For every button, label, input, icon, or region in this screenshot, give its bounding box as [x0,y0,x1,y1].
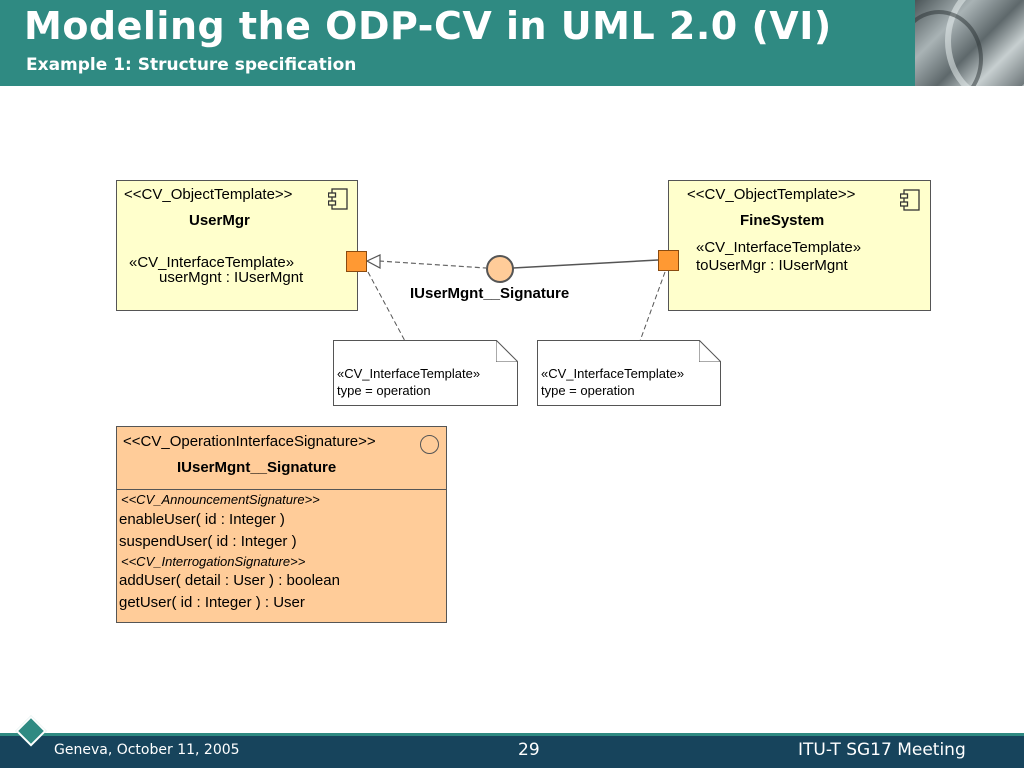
footer-bar [0,736,1024,768]
announcement-stereotype: <<CV_AnnouncementSignature>> [121,492,320,507]
usermgr-object-template[interactable]: <<CV_ObjectTemplate>> UserMgr «CV_Interf… [116,180,358,311]
component-icon [328,188,348,210]
slide-title: Modeling the ODP-CV in UML 2.0 (VI) [24,4,832,48]
operation-enable-user: enableUser( id : Integer ) [119,511,285,528]
usermgr-port-stereotype: «CV_InterfaceTemplate» [129,254,295,271]
note-anchor-right [639,271,666,342]
signature-name: IUserMgnt__Signature [177,459,337,476]
finesystem-port-label: toUserMgr : IUserMgnt [696,257,848,274]
provided-interface-icon[interactable] [486,255,514,283]
note-left[interactable]: «CV_InterfaceTemplate» type = operation [333,340,518,406]
footer-page-number: 29 [518,740,540,760]
operation-add-user: addUser( detail : User ) : boolean [119,572,340,589]
operation-get-user: getUser( id : Integer ) : User [119,594,305,611]
operation-interface-signature[interactable]: <<CV_OperationInterfaceSignature>> IUser… [116,426,447,623]
slide-subtitle: Example 1: Structure specification [26,55,357,75]
operation-suspend-user: suspendUser( id : Integer ) [119,533,297,550]
note-anchor-left [367,271,406,342]
interface-circle-icon [420,435,439,454]
usermgr-port-label: userMgnt : IUserMgnt [159,269,304,286]
realization-line [378,260,487,269]
footer-location-date: Geneva, October 11, 2005 [54,742,240,758]
note-fold-icon [496,340,518,362]
footer-meeting: ITU-T SG17 Meeting [798,740,966,760]
note-left-line1: «CV_InterfaceTemplate» [337,366,481,381]
footer-accent-line [0,733,1024,736]
header-bar: Modeling the ODP-CV in UML 2.0 (VI) Exam… [0,0,1024,86]
note-left-line2: type = operation [337,383,431,398]
usage-line [512,259,659,269]
usermgr-name: UserMgr [189,212,250,229]
note-right[interactable]: «CV_InterfaceTemplate» type = operation [537,340,721,406]
finesystem-stereotype: <<CV_ObjectTemplate>> [687,186,856,203]
finesystem-port[interactable] [658,250,679,271]
header-decorative-image [915,0,1024,86]
usermgr-stereotype: <<CV_ObjectTemplate>> [124,186,293,203]
usermgr-port[interactable] [346,251,367,272]
realization-arrowhead [365,254,381,270]
finesystem-port-stereotype: «CV_InterfaceTemplate» [696,239,862,256]
finesystem-name: FineSystem [740,212,825,229]
interface-label: IUserMgnt__Signature [410,285,570,302]
component-icon [900,189,920,211]
interrogation-stereotype: <<CV_InterrogationSignature>> [121,554,306,569]
note-right-line1: «CV_InterfaceTemplate» [541,366,685,381]
finesystem-object-template[interactable]: <<CV_ObjectTemplate>> FineSystem «CV_Int… [668,180,931,311]
signature-divider [117,489,446,490]
note-right-line2: type = operation [541,383,635,398]
note-fold-icon [699,340,721,362]
signature-stereotype: <<CV_OperationInterfaceSignature>> [123,433,376,450]
